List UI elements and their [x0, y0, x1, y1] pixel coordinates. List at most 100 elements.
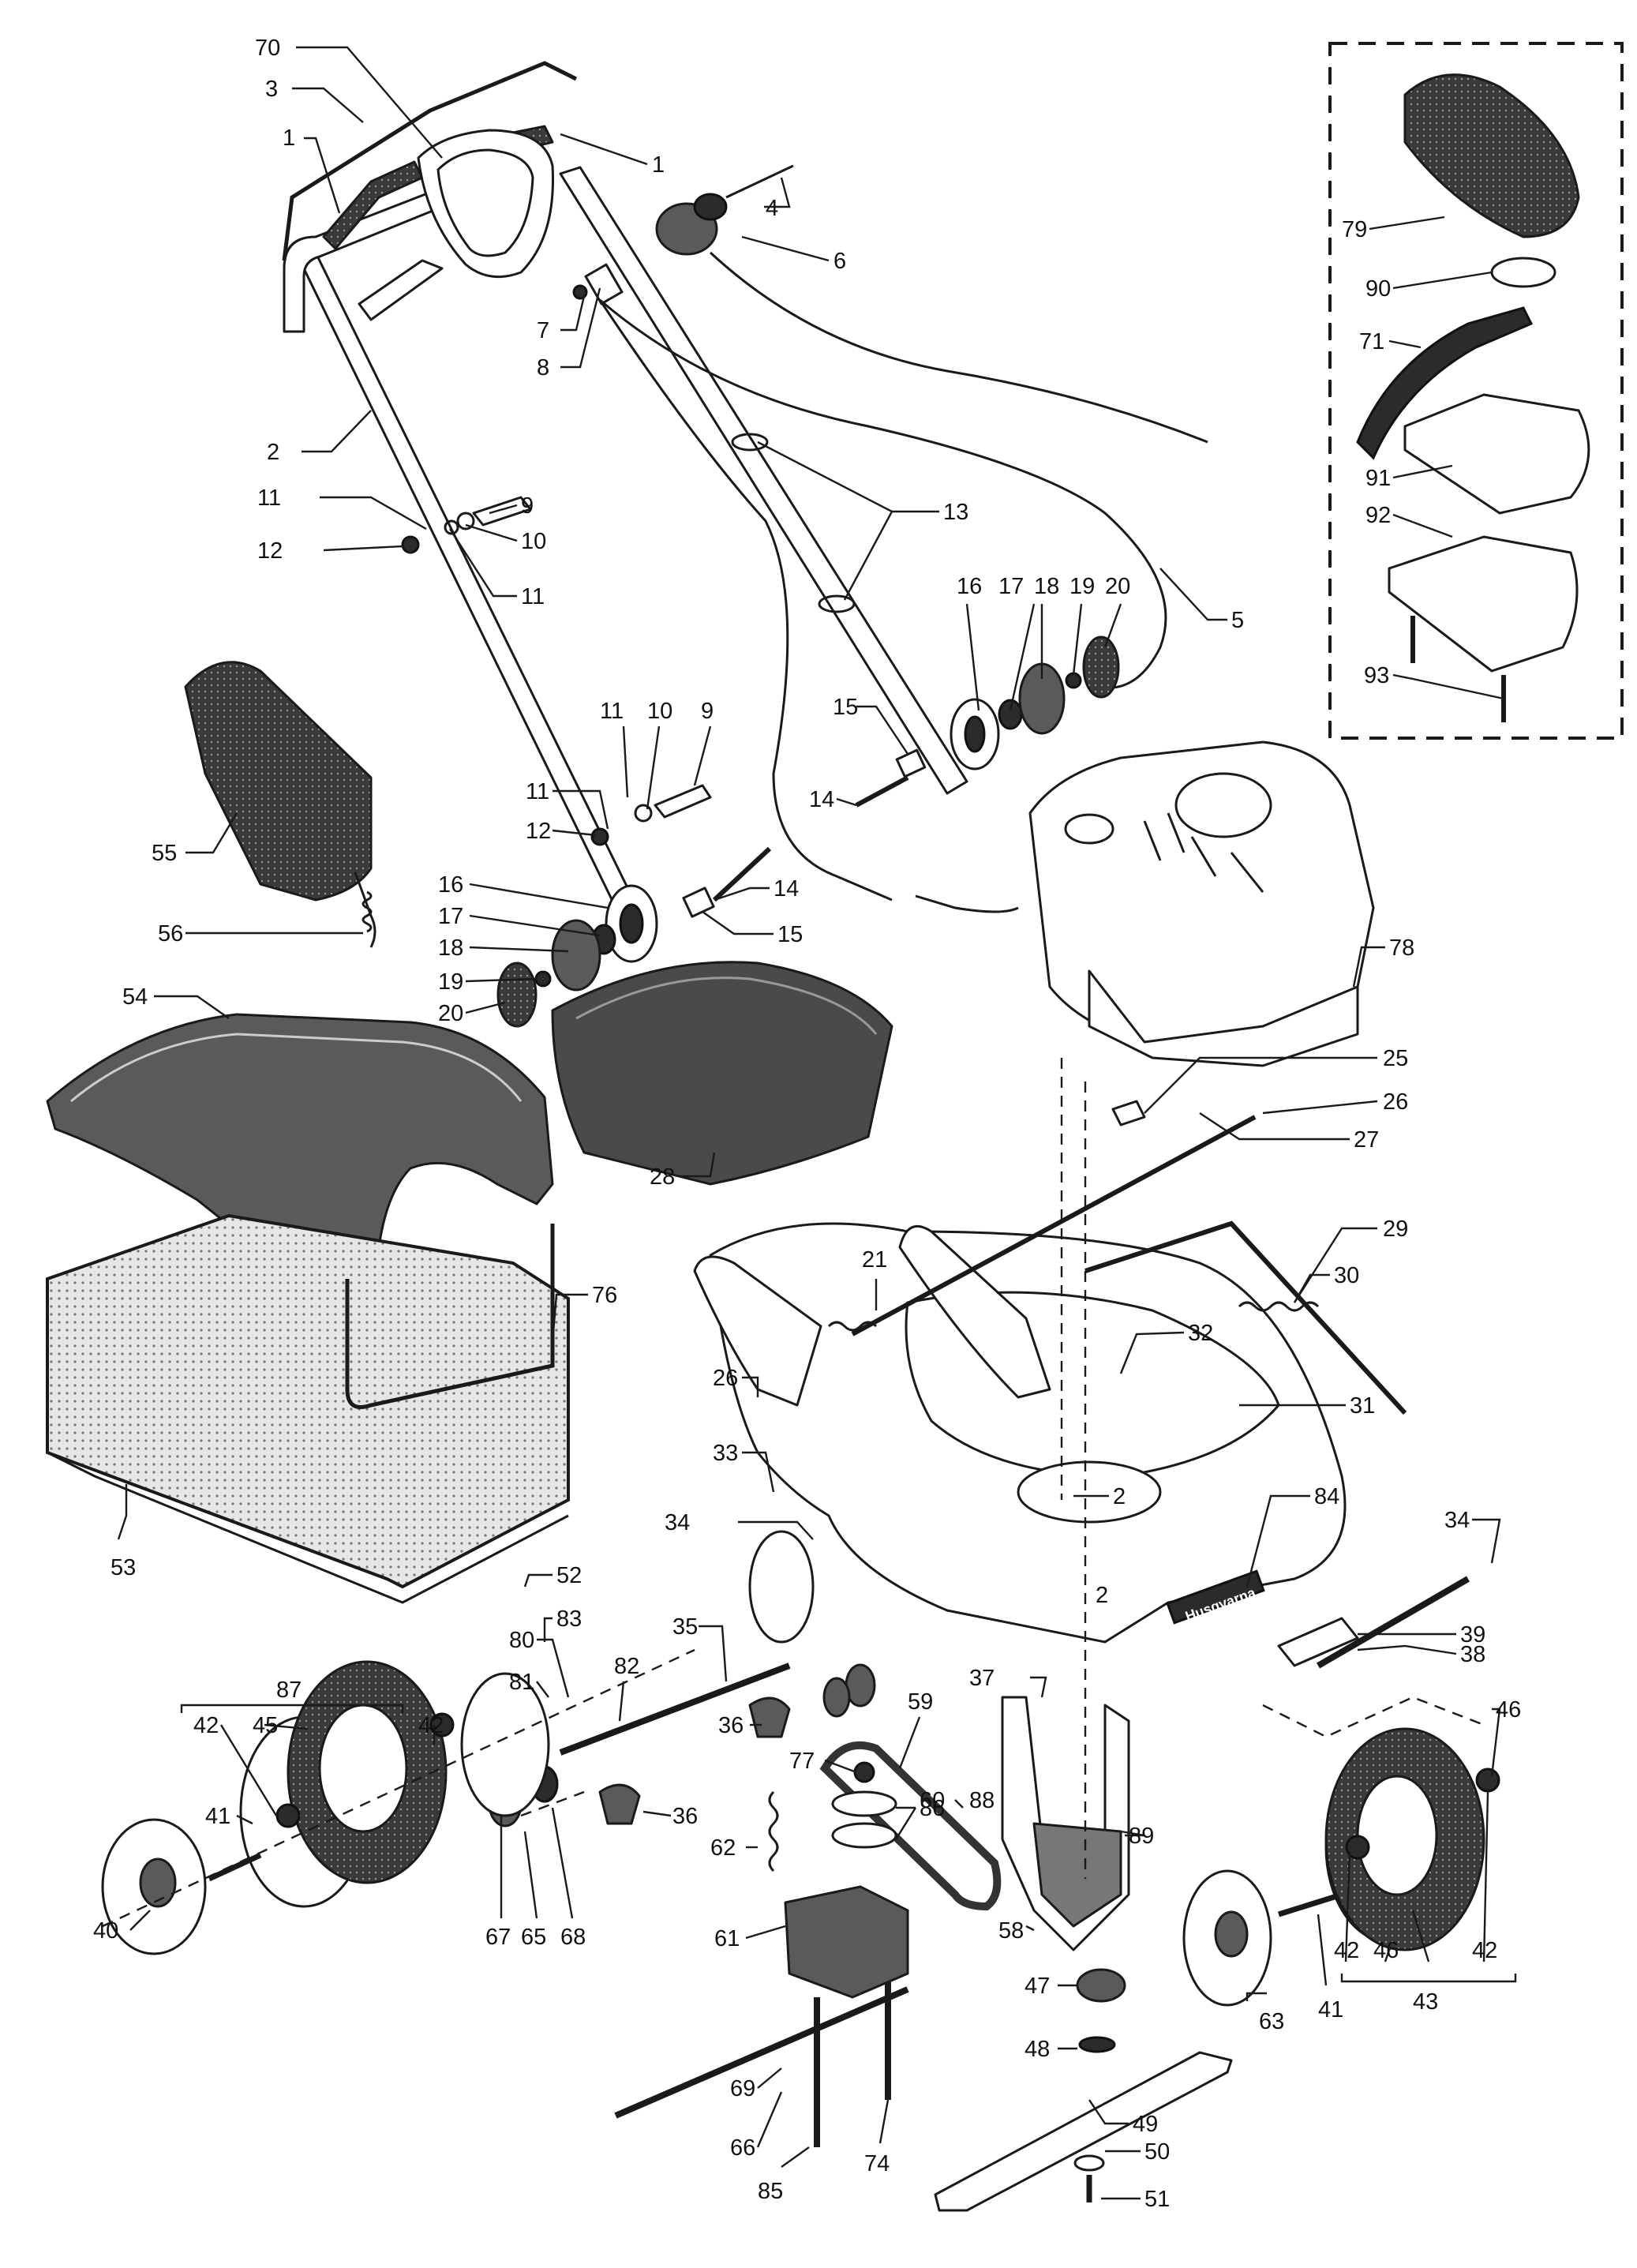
wheel-guard-rear-upper — [748, 1530, 815, 1644]
callout: 85 — [758, 2179, 783, 2204]
callout: 69 — [730, 2076, 755, 2101]
handle-knob-bolt — [472, 496, 532, 527]
callout: 62 — [710, 1835, 736, 1861]
front-axle-39 — [1316, 1576, 1470, 1669]
bracket-15 — [895, 748, 927, 778]
callout: 51 — [1144, 2187, 1170, 2212]
rear-wheel-assembly — [101, 1660, 455, 1955]
wheel-rim-rear — [318, 1704, 408, 1833]
cable-guide-lower — [818, 594, 856, 613]
callout: 6 — [833, 249, 846, 274]
gear-front-hub — [845, 1663, 876, 1708]
callout: 37 — [969, 1666, 995, 1691]
hub-cap-63-inner — [1214, 1910, 1249, 1958]
throttle-cap — [693, 193, 728, 221]
callout: 87 — [276, 1678, 302, 1703]
callout: 36 — [718, 1713, 744, 1738]
bearing-42-a — [275, 1803, 301, 1828]
callout: 1 — [652, 152, 665, 178]
callout: 55 — [152, 841, 177, 866]
handle-knob-set-upper — [401, 496, 532, 554]
bolt-41 — [208, 1852, 262, 1882]
callout: 76 — [592, 1283, 617, 1308]
blade-assembly — [934, 1696, 1233, 2212]
callout: 52 — [556, 1563, 582, 1588]
collector-handle — [345, 1224, 555, 1409]
callout: 54 — [122, 984, 148, 1010]
collector-bag — [46, 1213, 570, 1589]
front-wheel-assembly — [1182, 1727, 1500, 2007]
callout: 28 — [650, 1164, 675, 1190]
adjuster-spring-17 — [998, 699, 1023, 730]
callout: 35 — [672, 1614, 698, 1640]
callout: 41 — [205, 1804, 230, 1829]
callout: 21 — [862, 1247, 887, 1273]
adjuster-knob-20 — [1082, 635, 1120, 699]
callout: 15 — [777, 922, 803, 947]
callout: 1 — [283, 126, 295, 151]
callout: 53 — [111, 1555, 136, 1580]
callout: 50 — [1144, 2139, 1170, 2165]
hub-cap-40-inner — [139, 1858, 177, 1908]
drive-system — [460, 1530, 1470, 2147]
callout: 30 — [1334, 1263, 1359, 1288]
washer-19 — [534, 970, 552, 988]
callout: 93 — [1364, 663, 1389, 688]
callout: 74 — [864, 2151, 890, 2176]
callout: 16 — [957, 574, 982, 599]
handle-knob-bolt — [654, 784, 712, 819]
mulch-deflector-71 — [1356, 306, 1534, 460]
callout: 12 — [257, 538, 283, 564]
callout: 36 — [672, 1804, 698, 1829]
callout: 9 — [521, 493, 534, 519]
bolt-14 — [712, 846, 772, 902]
callout: 45 — [253, 1713, 278, 1738]
inset-box — [1328, 42, 1624, 740]
rear-flap-highlight — [575, 977, 878, 1035]
callout: 88 — [969, 1788, 995, 1813]
grass-collector — [46, 1013, 570, 1604]
callout: 18 — [438, 935, 463, 961]
engine-vent — [1143, 812, 1264, 893]
gearbox-axle — [614, 1986, 909, 2119]
cable-guide-upper — [731, 433, 769, 452]
callout: 43 — [1413, 1989, 1438, 2015]
callout: 2 — [1096, 1583, 1108, 1608]
collector-bag-bottom-edge — [47, 1451, 569, 1604]
control-housing-inner — [436, 148, 534, 257]
callout: 25 — [1383, 1046, 1408, 1071]
callout: 71 — [1359, 329, 1384, 354]
wheel-knob-36-lower — [598, 1783, 641, 1825]
callout: 61 — [714, 1926, 740, 1951]
callout: 31 — [1350, 1393, 1375, 1419]
callout: 59 — [908, 1689, 933, 1715]
callout: 86 — [920, 1796, 945, 1821]
callout: 92 — [1365, 503, 1391, 528]
callout: 42 — [418, 1713, 444, 1738]
callout: 38 — [1460, 1642, 1485, 1667]
axis-line-4 — [102, 1648, 695, 1928]
callout: 89 — [1129, 1824, 1154, 1849]
rear-axle-35 — [559, 1663, 791, 1756]
bearing-42-b — [429, 1712, 455, 1738]
engine-filter-dome — [1174, 772, 1272, 838]
callout: 15 — [833, 695, 858, 720]
callout: 65 — [521, 1925, 546, 1950]
spring-21 — [827, 1321, 878, 1332]
callout: 7 — [537, 318, 549, 343]
clamp-nut — [572, 284, 588, 300]
bolt-41-front — [1277, 1891, 1343, 1917]
spring-56 — [354, 872, 376, 948]
callout: 11 — [257, 485, 281, 511]
bearing-42-c — [1345, 1835, 1370, 1860]
callout: 34 — [1444, 1508, 1470, 1533]
callout: 12 — [526, 819, 551, 844]
callout: 90 — [1365, 276, 1391, 302]
callout: 39 — [1460, 1622, 1485, 1648]
wheel-rim-front — [1356, 1775, 1438, 1896]
spring-30 — [1238, 1301, 1320, 1312]
callout: 46 — [1496, 1697, 1521, 1723]
drive-belt-60 — [819, 1741, 1002, 1911]
callout: 83 — [556, 1606, 582, 1632]
callout: 8 — [537, 355, 549, 380]
